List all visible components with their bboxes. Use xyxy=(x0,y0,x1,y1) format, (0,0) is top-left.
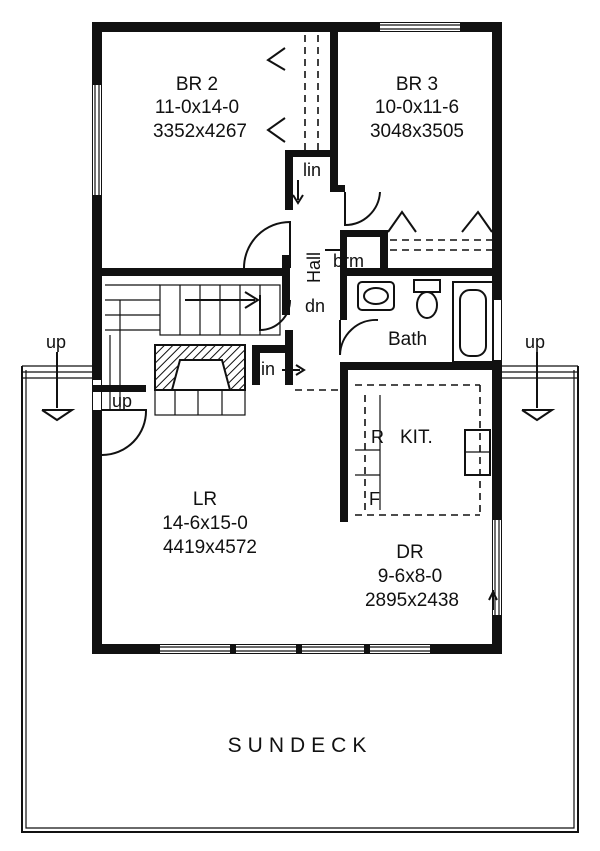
stair-down-label: dn xyxy=(305,296,325,316)
room-lr: LR 14-6x15-0 4419x4572 xyxy=(162,489,257,558)
interior-walls xyxy=(92,22,502,522)
closet-doors xyxy=(266,47,493,233)
closet-lines xyxy=(295,35,492,516)
lr-imperial: 14-6x15-0 xyxy=(162,513,248,534)
br2-metric: 3352x4267 xyxy=(153,121,247,142)
lr-name: LR xyxy=(193,489,217,510)
dr-name: DR xyxy=(396,542,423,563)
kitchen-fixtures xyxy=(355,395,491,510)
br2-imperial: 11-0x14-0 xyxy=(155,97,239,118)
br3-name: BR 3 xyxy=(396,74,438,95)
stair-up-right-label: up xyxy=(525,332,545,352)
stairs xyxy=(105,284,281,410)
bath-label: Bath xyxy=(388,329,427,350)
sundeck-label: SUNDECK xyxy=(228,734,373,757)
bath-fixtures xyxy=(357,279,494,363)
lr-metric: 4419x4572 xyxy=(163,537,257,558)
lin-top-label: lin xyxy=(303,160,321,180)
br2-name: BR 2 xyxy=(176,74,218,95)
room-br3: BR 3 10-0x11-6 3048x3505 xyxy=(370,74,464,142)
br3-imperial: 10-0x11-6 xyxy=(375,97,459,118)
range-label: R xyxy=(371,427,384,447)
lin-mid-label: lin xyxy=(257,359,275,379)
stair-arrows xyxy=(41,180,556,610)
fireplace xyxy=(154,344,246,416)
stair-up-left-label: up xyxy=(46,332,66,352)
br3-metric: 3048x3505 xyxy=(370,121,464,142)
sundeck-outline xyxy=(21,365,579,833)
swing-doors xyxy=(101,191,381,456)
room-br2: BR 2 11-0x14-0 3352x4267 xyxy=(153,74,247,142)
room-dr: DR 9-6x8-0 2895x2438 xyxy=(365,542,459,611)
windows xyxy=(93,23,501,653)
kit-label: KIT. xyxy=(400,427,433,448)
dr-imperial: 9-6x8-0 xyxy=(378,566,442,587)
dr-metric: 2895x2438 xyxy=(365,590,459,611)
brm-label: brm xyxy=(333,251,364,271)
fridge-label: F xyxy=(369,489,380,509)
hall-label: Hall xyxy=(304,252,324,283)
stair-up-inside-label: up xyxy=(112,391,132,411)
